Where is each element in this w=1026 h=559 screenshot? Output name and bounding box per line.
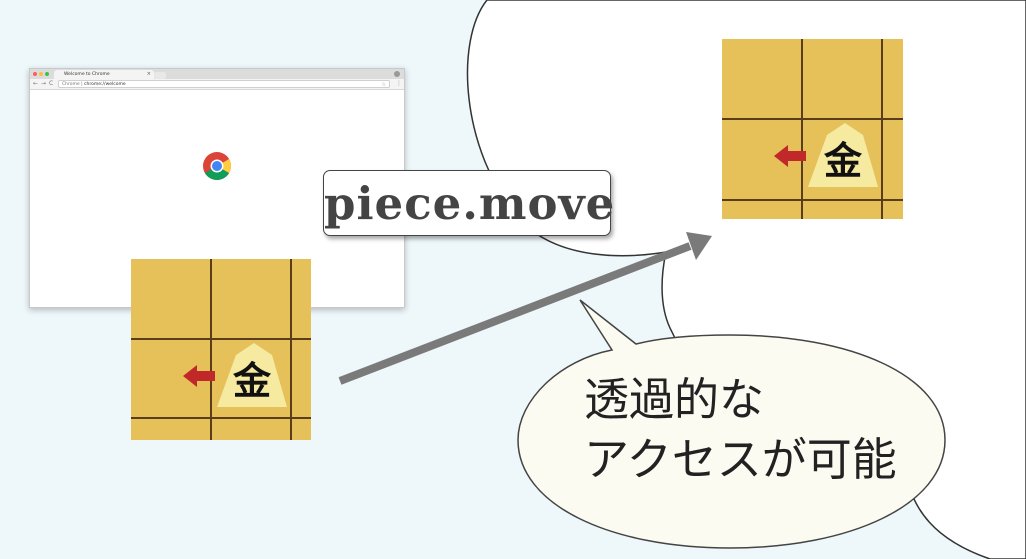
tab-title: Welcome to Chrome [64,72,110,77]
piece-label: 金 [823,138,863,183]
forward-icon[interactable]: → [41,80,47,87]
board-surface [722,39,903,219]
url-separator: | [79,82,85,87]
speech-bubble [517,299,946,549]
url-scheme: Chrome [62,82,80,87]
address-bar[interactable]: Chrome | chrome://welcome ☆ [58,80,390,88]
move-left-arrow-icon [774,145,806,167]
window-minimize-button[interactable] [39,72,43,76]
method-label: piece.move [323,170,614,236]
window-zoom-button[interactable] [45,72,49,76]
browser-menu-icon[interactable]: ⋮ [396,80,402,87]
gold-general-piece [217,343,287,407]
transfer-arrow-line [338,242,692,385]
profile-icon[interactable] [394,71,400,77]
gold-general-piece [808,123,878,187]
remote-shogi-board: 金 [722,39,903,219]
url-path: chrome://welcome [84,82,126,87]
board-surface [131,259,311,440]
bubble-line-1: 透過的な [584,373,765,426]
chrome-logo-icon [203,152,231,180]
window-close-button[interactable] [33,72,37,76]
browser-toolbar: ← → C Chrome | chrome://welcome ☆ ⋮ [30,79,404,90]
new-tab-button[interactable] [154,72,166,79]
piece-label: 金 [232,358,272,403]
browser-tabstrip: Welcome to Chrome × [30,69,404,79]
browser-window: Welcome to Chrome × ← → C Chrome | chrom… [29,68,405,308]
back-icon[interactable]: ← [33,80,39,87]
transfer-arrow-head-icon [686,232,712,260]
bookmark-star-icon[interactable]: ☆ [381,82,386,88]
move-left-arrow-icon [183,365,215,387]
bubble-line-2: アクセスが可能 [584,433,897,486]
local-shogi-board: 金 [131,259,311,440]
speech-bubble-text: 透過的な アクセスが可能 [584,370,944,490]
browser-tab[interactable]: Welcome to Chrome × [54,70,154,79]
reload-icon[interactable]: C [49,80,54,87]
tab-close-icon[interactable]: × [146,71,151,77]
